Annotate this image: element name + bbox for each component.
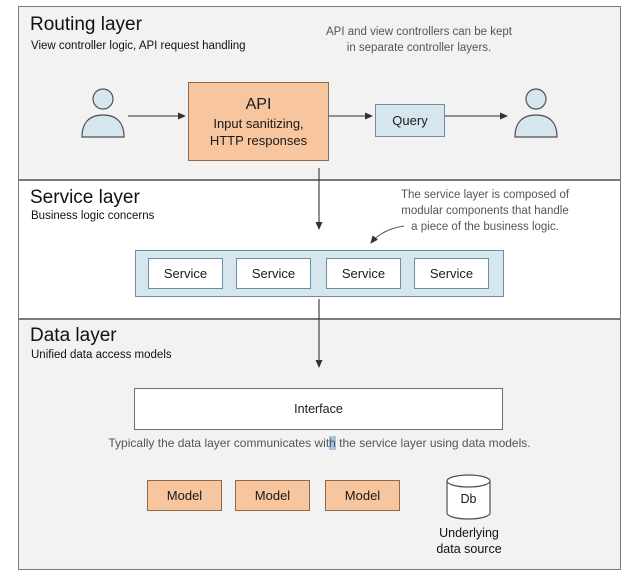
api-box: API Input sanitizing, HTTP responses	[188, 82, 329, 161]
service-layer: Service layer Business logic concerns Th…	[18, 180, 621, 319]
api-desc-line2: HTTP responses	[209, 132, 308, 148]
routing-layer-title: Routing layer	[30, 14, 142, 35]
routing-note-line1: API and view controllers can be kept	[325, 26, 513, 38]
client-user-icon	[81, 88, 125, 138]
service-box: Service	[148, 258, 223, 289]
service-note: The service layer is composed of modular…	[385, 187, 585, 235]
model-box: Model	[147, 480, 222, 511]
data-layer-subtitle: Unified data access models	[31, 349, 172, 361]
routing-layer-subtitle: View controller logic, API request handl…	[31, 40, 246, 52]
api-desc-line1: Input sanitizing,	[213, 115, 304, 131]
service-note-line2: modular components that handle	[401, 205, 569, 217]
interface-box: Interface	[134, 388, 503, 430]
service-layer-subtitle: Business logic concerns	[31, 210, 155, 222]
database-caption-line2: data source	[436, 542, 502, 556]
database-caption-line1: Underlying	[439, 526, 499, 540]
data-note-text-end: the service layer using data models.	[335, 436, 531, 450]
service-layer-title: Service layer	[30, 187, 140, 208]
database: Db	[445, 474, 492, 520]
end-user-icon	[514, 88, 558, 138]
routing-note-line2: in separate controller layers.	[346, 42, 492, 54]
model-box: Model	[235, 480, 310, 511]
data-note-highlight: h	[329, 436, 336, 450]
service-box: Service	[236, 258, 311, 289]
service-band: Service Service Service Service	[135, 250, 504, 297]
service-note-line1: The service layer is composed of	[400, 189, 570, 201]
data-layer-note: Typically the data layer communicates wi…	[19, 436, 620, 450]
service-box: Service	[414, 258, 489, 289]
data-layer-title: Data layer	[30, 325, 117, 346]
database-cylinder-icon	[446, 474, 491, 520]
query-box: Query	[375, 104, 445, 137]
database-label: Db	[460, 492, 477, 506]
api-title: API	[245, 95, 272, 113]
routing-layer: Routing layer View controller logic, API…	[18, 6, 621, 180]
service-box: Service	[326, 258, 401, 289]
database-caption: Underlying data source	[419, 525, 519, 557]
routing-note: API and view controllers can be kept in …	[319, 24, 519, 56]
model-box: Model	[325, 480, 400, 511]
service-note-line3: a piece of the business logic.	[411, 221, 559, 233]
data-note-text-start: Typically the data layer communicates wi…	[108, 436, 330, 450]
data-layer: Data layer Unified data access models In…	[18, 319, 621, 570]
